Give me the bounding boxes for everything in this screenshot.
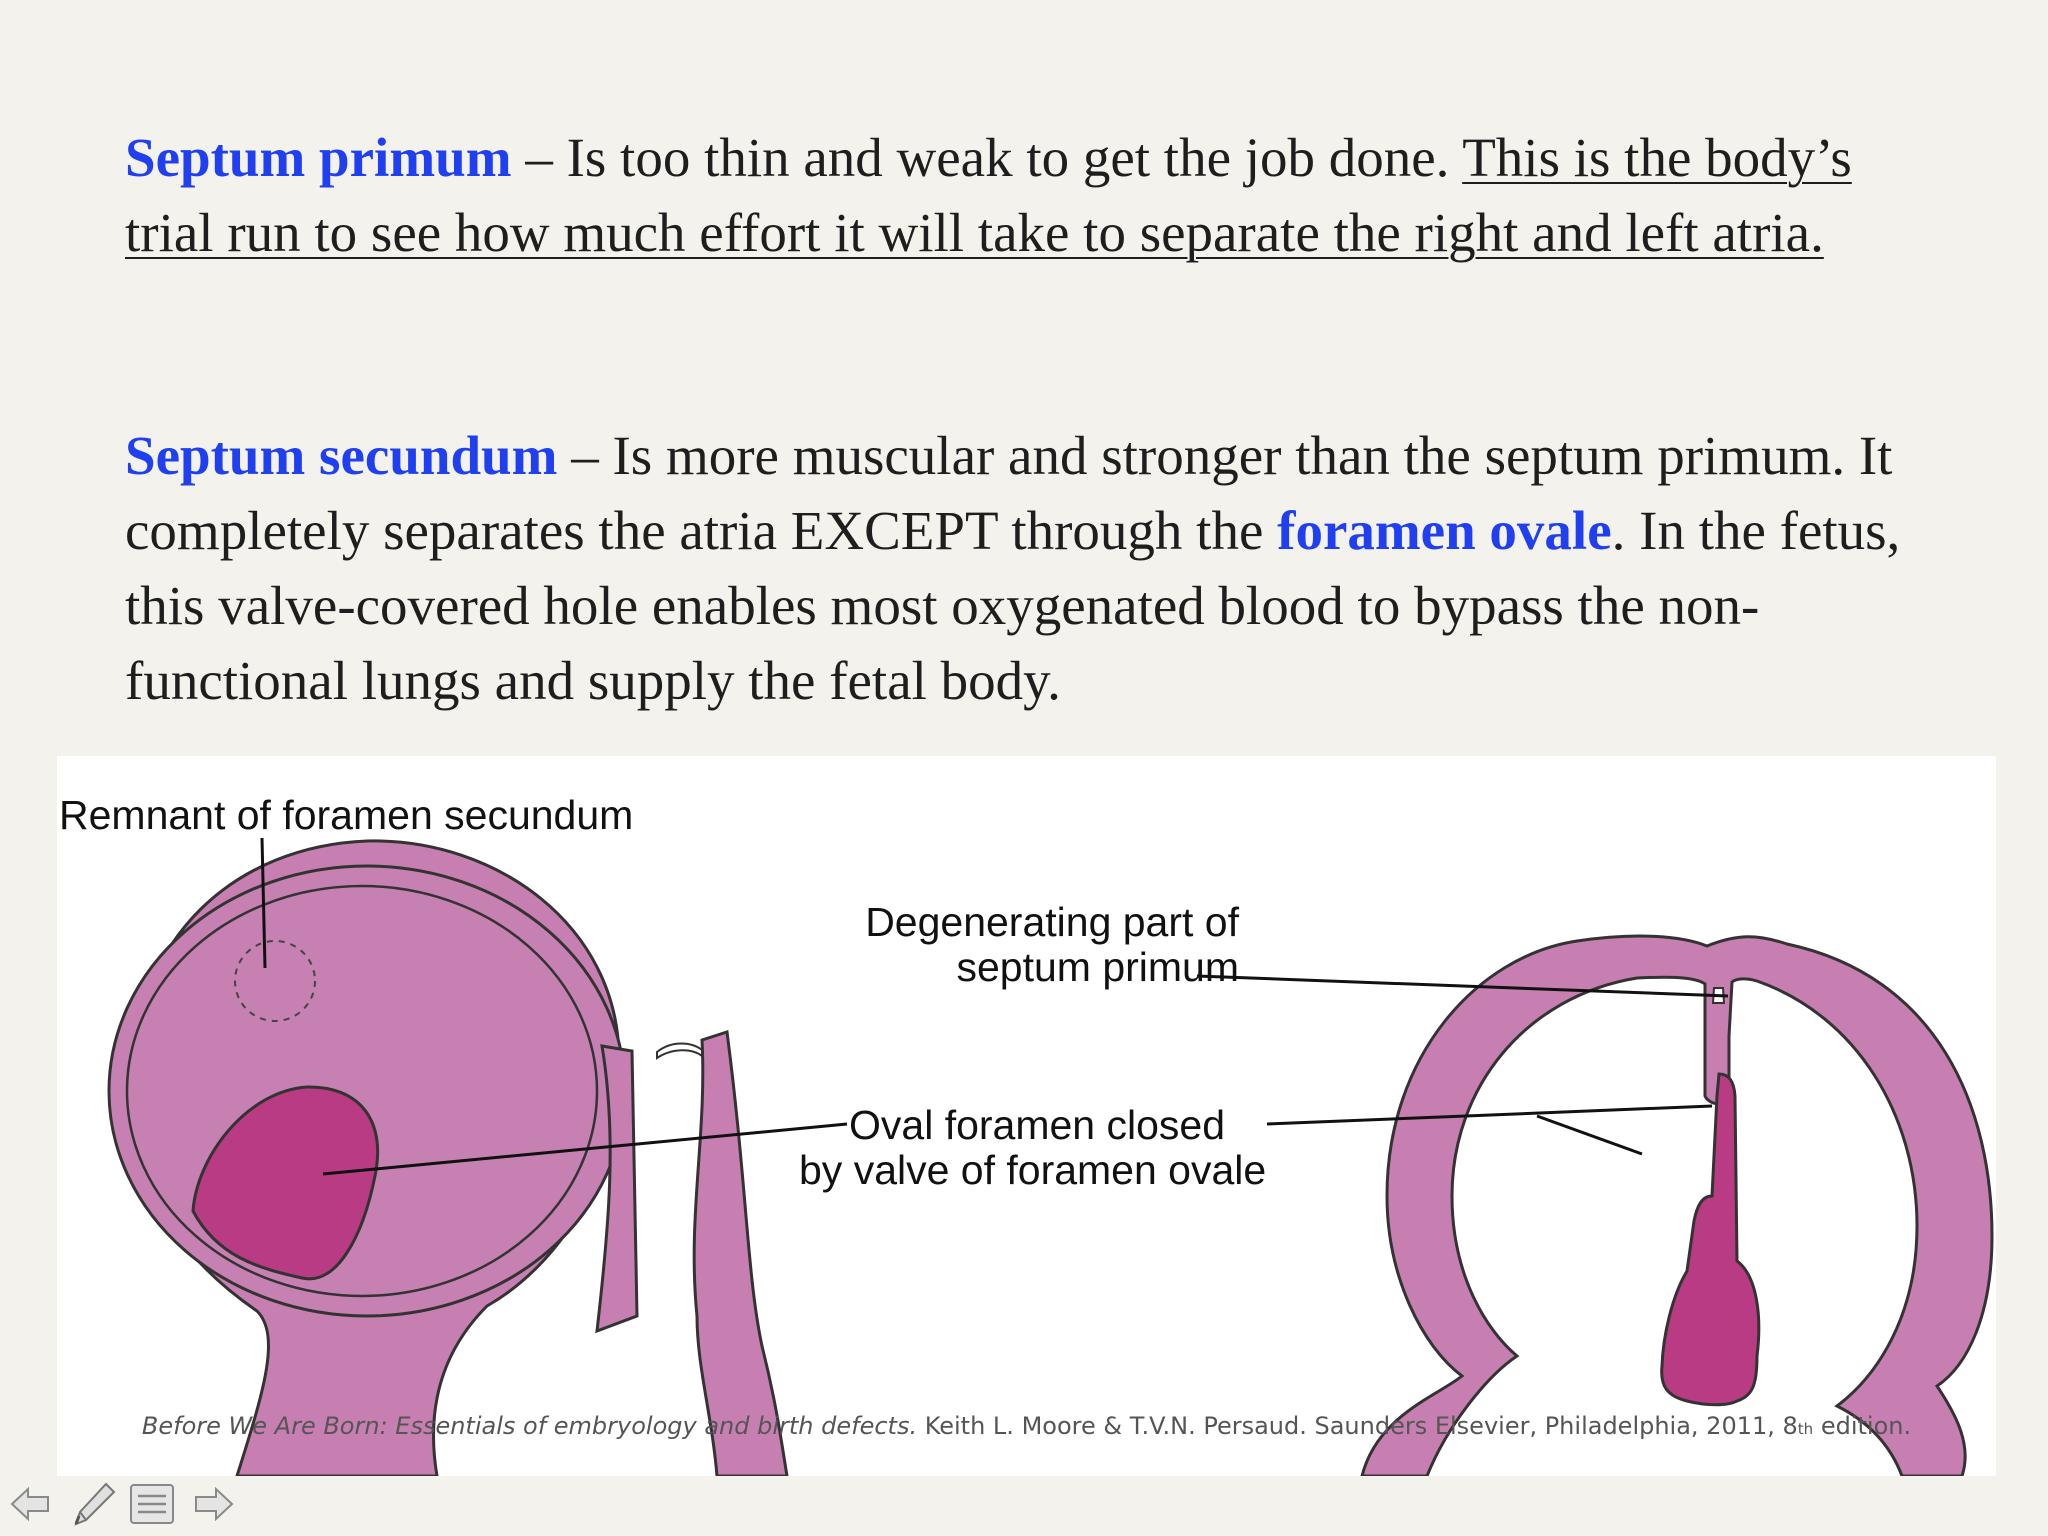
term-septum-primum: Septum primum <box>125 127 512 188</box>
label-degenerating-2: septum primum <box>956 944 1239 990</box>
embryology-figure: Remnant of foramen secundum Degenerating… <box>57 756 1996 1476</box>
left-septum-drawing <box>107 839 789 1476</box>
paragraph-septum-secundum: Septum secundum – Is more muscular and s… <box>125 418 1945 718</box>
figure-citation: Before We Are Born: Essentials of embryo… <box>57 1412 1996 1440</box>
next-slide-button[interactable] <box>190 1480 238 1528</box>
leader-lines <box>260 837 1729 1176</box>
citation-edition: edition. <box>1813 1412 1912 1440</box>
label-oval-foramen-1: Oval foramen closed <box>849 1102 1226 1148</box>
pen-icon <box>74 1482 116 1526</box>
citation-authors: Keith L. Moore & T.V.N. Persaud. Saunder… <box>917 1412 1798 1440</box>
label-oval-foramen-2: by valve of foramen ovale <box>799 1147 1267 1193</box>
paragraph-septum-primum: Septum primum – Is too thin and weak to … <box>125 120 1945 270</box>
para1-underlined: This is the body’s trial run to see how … <box>125 127 1852 263</box>
pen-tool-button[interactable] <box>70 1480 118 1528</box>
citation-title: Before We Are Born: Essentials of embryo… <box>141 1412 918 1440</box>
label-remnant-foramen-secundum: Remnant of foramen secundum <box>59 792 634 838</box>
term-septum-secundum: Septum secundum <box>125 425 558 486</box>
arrow-right-icon <box>195 1486 234 1522</box>
prev-slide-button[interactable] <box>6 1480 54 1528</box>
menu-icon <box>130 1484 174 1524</box>
label-degenerating-1: Degenerating part of <box>865 899 1239 945</box>
right-section-drawing <box>1360 934 1994 1476</box>
term-foramen-ovale: foramen ovale <box>1277 500 1612 561</box>
para2-text-1: – Is more muscular and stronger than the… <box>125 425 1893 561</box>
slide-menu-button[interactable] <box>128 1480 176 1528</box>
para2-text-2: . In the fetus, this valve-covered hole … <box>125 500 1901 711</box>
para1-text: – Is too thin and weak to get the job do… <box>511 127 1463 188</box>
citation-ordinal: th <box>1797 1420 1814 1438</box>
arrow-left-icon <box>10 1486 49 1522</box>
heart-illustration <box>107 837 1994 1476</box>
